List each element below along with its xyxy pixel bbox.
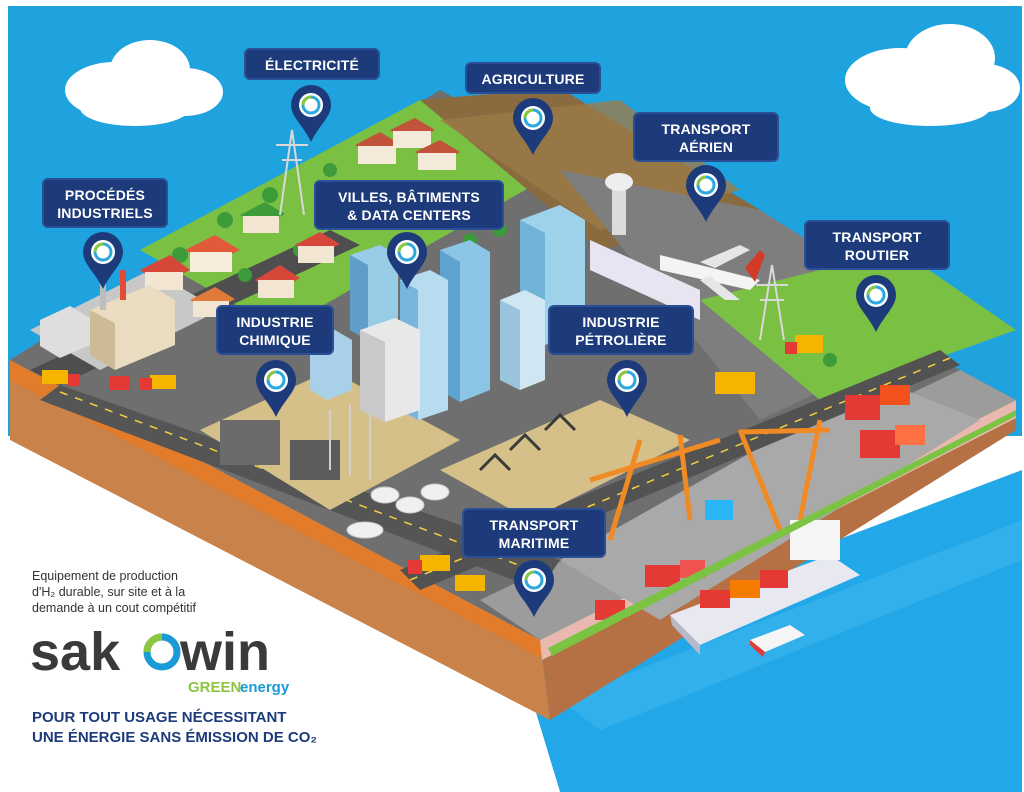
label-transport-routier: TRANSPORT ROUTIER (804, 220, 950, 270)
location-pin-icon (513, 98, 553, 155)
location-pin-icon (856, 275, 896, 332)
label-transport-routier-line2: ROUTIER (844, 247, 910, 263)
label-transport-routier-line1: TRANSPORT (832, 229, 922, 245)
harbour-crane (589, 419, 831, 541)
label-procedes-line2: INDUSTRIELS (57, 205, 153, 221)
label-petroliere-line2: PÉTROLIÈRE (575, 332, 667, 348)
island-side-right (540, 400, 1016, 720)
label-villes-line1: VILLES, BÂTIMENTS (338, 189, 480, 205)
brand-name-left: sak (30, 622, 121, 682)
label-transport-aerien-line2: AÉRIEN (678, 139, 734, 155)
label-maritime-line2: MARITIME (498, 535, 570, 551)
location-pin-icon (607, 360, 647, 417)
label-procedes-line1: PROCÉDÉS (64, 187, 146, 203)
tagline-line3: demande à un cout compétitif (32, 601, 196, 615)
tagline-line2: d'H₂ durable, sur site et à la (32, 585, 186, 599)
airplane (660, 245, 765, 300)
cloud-right (845, 24, 1020, 126)
slogan: POUR TOUT USAGE NÉCESSITANT UNE ÉNERGIE … (32, 708, 392, 748)
sakowin-logo: sak win GREEN energy (30, 622, 290, 696)
tagline: Equipement de production d'H₂ durable, s… (32, 568, 272, 616)
tagline-line1: Equipement de production (32, 569, 178, 583)
brand-sub-energy: energy (240, 679, 290, 696)
label-electricite: ÉLECTRICITÉ (244, 48, 380, 80)
label-villes-line2: & DATA CENTERS (347, 207, 471, 223)
label-industrie-chimique: INDUSTRIE CHIMIQUE (216, 305, 334, 355)
label-villes: VILLES, BÂTIMENTS & DATA CENTERS (314, 180, 504, 230)
location-pin-icon (291, 85, 331, 142)
label-maritime-line1: TRANSPORT (489, 517, 579, 533)
label-transport-aerien: TRANSPORT AÉRIEN (633, 112, 779, 162)
label-industrie-petroliere: INDUSTRIE PÉTROLIÈRE (548, 305, 694, 355)
label-petroliere-line1: INDUSTRIE (582, 314, 660, 330)
label-transport-maritime: TRANSPORT MARITIME (462, 508, 606, 558)
slogan-line1: POUR TOUT USAGE NÉCESSITANT (32, 709, 287, 726)
location-pin-icon (686, 165, 726, 222)
brand-o-icon (143, 633, 181, 671)
location-pin-icon (256, 360, 296, 417)
label-agriculture-line1: AGRICULTURE (481, 71, 585, 87)
label-chimique-line1: INDUSTRIE (236, 314, 314, 330)
label-transport-aerien-line1: TRANSPORT (661, 121, 751, 137)
location-pin-icon (514, 560, 554, 617)
location-pin-icon (83, 232, 123, 289)
location-pin-icon (387, 232, 427, 289)
label-electricite-line1: ÉLECTRICITÉ (265, 57, 359, 73)
slogan-line2: UNE ÉNERGIE SANS ÉMISSION DE CO₂ (32, 729, 318, 746)
label-chimique-line2: CHIMIQUE (239, 332, 311, 348)
cloud-left (65, 40, 223, 126)
brand-sub-green: GREEN (188, 679, 241, 696)
brand-name-right: win (179, 622, 270, 682)
label-procedes-industriels: PROCÉDÉS INDUSTRIELS (42, 178, 168, 228)
label-agriculture: AGRICULTURE (465, 62, 601, 94)
